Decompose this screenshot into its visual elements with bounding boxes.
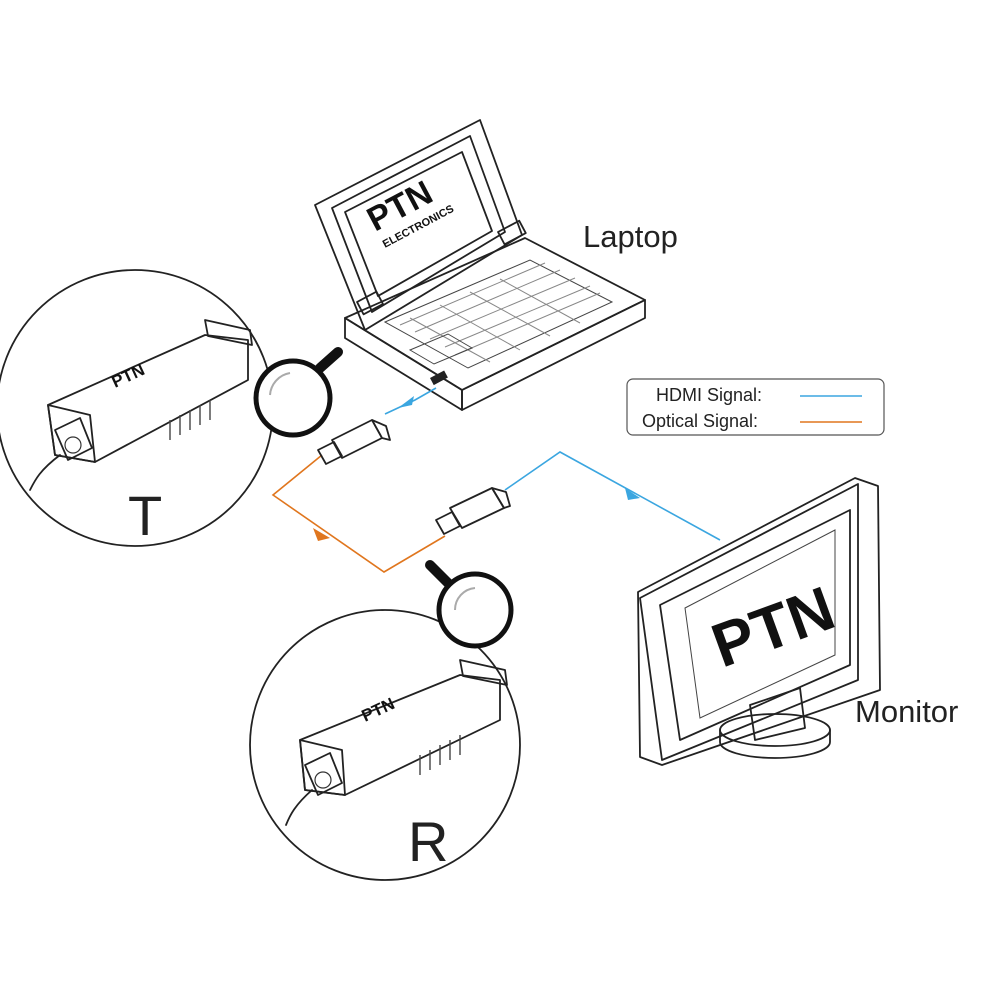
laptop-icon: PTN ELECTRONICS (314, 119, 646, 411)
monitor-label: Monitor (855, 694, 958, 729)
hdmi-signal-lines (384, 387, 721, 541)
magnifier-icon (253, 347, 343, 438)
legend-optical-label: Optical Signal: (642, 411, 758, 431)
magnifier-icon (425, 560, 514, 649)
receiver-label: R (408, 810, 448, 873)
transmitter-dongle-icon (317, 419, 391, 465)
signal-legend: HDMI Signal: Optical Signal: (626, 378, 885, 436)
laptop-label: Laptop (583, 219, 678, 254)
optical-signal-lines (271, 454, 446, 573)
legend-hdmi-label: HDMI Signal: (656, 385, 762, 405)
receiver-dongle-icon (435, 487, 511, 535)
receiver-zoom-callout: PTN (249, 609, 521, 881)
monitor-icon: PTN (637, 477, 881, 766)
transmitter-label: T (128, 484, 162, 547)
monitor-screen-logo: PTN (703, 574, 843, 681)
